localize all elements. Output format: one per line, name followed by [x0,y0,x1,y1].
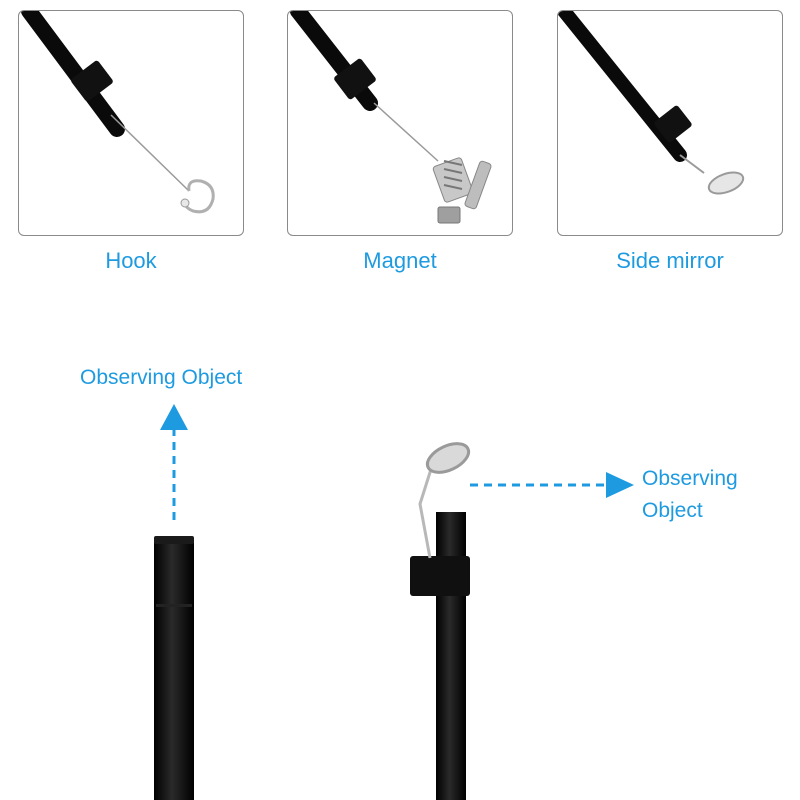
direct-observing-label: Observing Object [80,366,243,389]
mirror-observing-label-line1: Observing [642,467,738,490]
side-mirror-caption: Side mirror [616,248,724,273]
hook-caption: Hook [105,248,157,273]
magnet-caption: Magnet [363,248,437,273]
hook-panel [18,10,244,236]
magnet-panel [287,10,513,236]
magnet-icon [290,11,492,224]
hook-icon [21,11,215,214]
straight-probe [154,536,194,800]
mirror-observing-label-line2: Object [642,499,703,522]
sideways-arrow [470,472,634,498]
side-mirror-icon [558,11,745,195]
side-mirror-panel [557,10,783,236]
upward-arrow [160,404,188,520]
mirror-probe [410,442,471,800]
